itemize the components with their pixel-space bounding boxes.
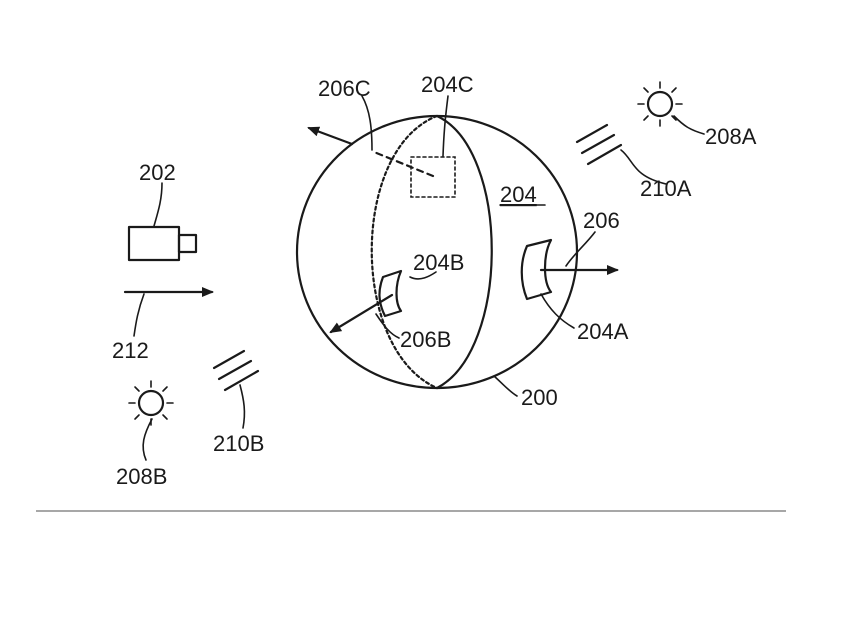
label-206c: 206C [318, 76, 371, 101]
label-212: 212 [112, 338, 149, 363]
label-204a: 204A [577, 319, 629, 344]
normal-arrow-206c [309, 128, 352, 144]
label-202: 202 [139, 160, 176, 185]
leader-208a [674, 116, 704, 134]
light-source-icon [129, 381, 173, 425]
label-208b: 208B [116, 464, 167, 489]
leader-204c [443, 96, 448, 156]
light-source-icon [638, 82, 682, 126]
label-208a: 208A [705, 124, 757, 149]
leader-200 [494, 376, 517, 396]
label-206: 206 [583, 208, 620, 233]
normal-arrow-206c-dashed [374, 152, 433, 176]
label-206b: 206B [400, 327, 451, 352]
ambient-lines-icon [577, 125, 621, 164]
leader-206 [566, 232, 595, 266]
leader-210b [240, 385, 244, 428]
label-204c: 204C [421, 72, 474, 97]
ambient-lines-icon [214, 351, 258, 390]
label-210a: 210A [640, 176, 692, 201]
leader-202 [154, 183, 162, 226]
leader-212 [134, 294, 144, 336]
leader-206c [362, 96, 372, 150]
label-200: 200 [521, 385, 558, 410]
label-210b: 210B [213, 431, 264, 456]
marker-204b [379, 271, 401, 316]
label-204b: 204B [413, 250, 464, 275]
camera-icon [129, 227, 196, 260]
label-204: 204 [500, 182, 537, 207]
